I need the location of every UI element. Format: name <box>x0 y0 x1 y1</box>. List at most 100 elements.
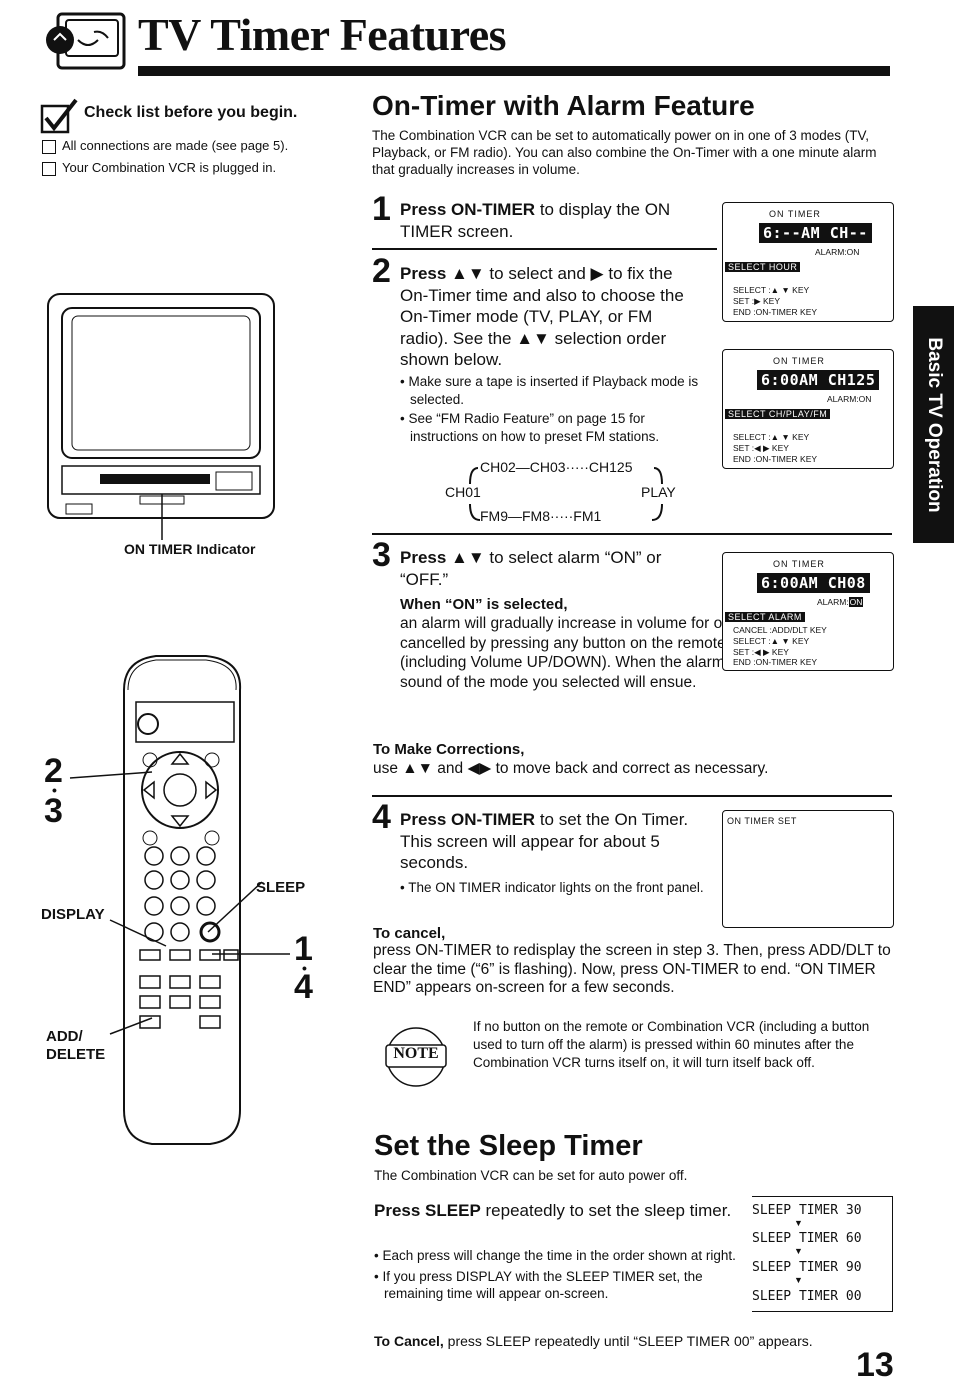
sleep-option: SLEEP TIMER 30 <box>752 1203 862 1218</box>
sleep-step-bold: Press SLEEP <box>374 1201 481 1220</box>
bullet: Each press will change the time in the o… <box>374 1247 744 1265</box>
screen-time: 6:00AM CH08 <box>757 573 870 593</box>
corrections-text: use ▲▼ and ◀▶ to move back and correct a… <box>373 760 769 777</box>
step-2-rest: to select and ▶ to fix the On-Timer time… <box>400 264 684 369</box>
step-number: 3 <box>372 536 391 574</box>
checkbox[interactable] <box>42 140 56 154</box>
screen-line: END :ON-TIMER KEY <box>733 657 818 667</box>
cancel-text: press ON-TIMER to redisplay the screen i… <box>373 942 891 996</box>
side-tab-text: Basic TV Operation <box>923 336 945 513</box>
screen-time: 6:00AM CH125 <box>757 370 880 390</box>
order-right: PLAY <box>641 484 676 500</box>
remote-step-1: 1 <box>294 930 313 968</box>
sleep-sequence-box <box>752 1196 893 1312</box>
step-1-text: Press ON-TIMER to display the ON TIMER s… <box>400 199 715 242</box>
sleep-cancel: To Cancel, press SLEEP repeatedly until … <box>374 1333 813 1349</box>
screen-line: SELECT :▲ ▼ KEY <box>733 636 810 646</box>
screen-line: SET :◀ ▶ KEY <box>733 647 789 657</box>
sleep-heading: Set the Sleep Timer <box>374 1130 643 1162</box>
divider <box>372 248 717 250</box>
on-timer-screen-1: ON TIMER 6:--AM CH-- ALARM:ON SELECT HOU… <box>722 202 894 322</box>
add-delete-label: ADD/ <box>46 1028 83 1045</box>
on-timer-heading: On-Timer with Alarm Feature <box>372 90 755 121</box>
screen-time: 6:--AM CH-- <box>759 223 872 243</box>
alarm-label: ALARM: <box>817 597 849 607</box>
screen-line: SELECT :▲ ▼ KEY <box>733 285 810 295</box>
step-2-text: Press ▲▼ to select and ▶ to fix the On-T… <box>400 263 700 371</box>
selection-loop-diagram <box>469 467 663 521</box>
when-on-heading: When “ON” is selected, <box>400 596 568 613</box>
down-arrow-icon: ▼ <box>794 1275 803 1285</box>
sleep-intro: The Combination VCR can be set for auto … <box>374 1168 688 1183</box>
screen-line: END :ON-TIMER KEY <box>733 307 818 317</box>
step-4-text: Press ON-TIMER to set the On Timer. This… <box>400 809 710 874</box>
remote-illustration <box>69 655 290 1145</box>
screen-sub: ALARM:ON <box>815 247 860 257</box>
step-1-bold: Press ON-TIMER <box>400 200 536 219</box>
sleep-step-text: Press SLEEP repeatedly to set the sleep … <box>374 1200 744 1222</box>
display-label: DISPLAY <box>41 906 105 923</box>
on-timer-intro: The Combination VCR can be set to automa… <box>372 128 877 177</box>
order-top: CH02—CH03·····CH125 <box>480 459 633 475</box>
step-1-rest: to display the ON TIMER screen. <box>400 200 671 241</box>
sleep-cancel-text: press SLEEP repeatedly until “SLEEP TIME… <box>443 1333 813 1349</box>
screen-bar: SELECT ALARM <box>725 612 805 622</box>
on-timer-indicator-label: ON TIMER Indicator <box>124 541 256 557</box>
screen-bar: SELECT HOUR <box>725 262 801 272</box>
checklist-item: All connections are made (see page 5). <box>62 138 289 153</box>
screen-header: ON TIMER <box>773 356 825 366</box>
step-3-text: Press ▲▼ to select alarm “ON” or “OFF.” <box>400 547 710 590</box>
step-number: 4 <box>372 798 391 836</box>
screen-bar: SELECT CH/PLAY/FM <box>725 409 831 419</box>
screen-sub: ALARM:ON <box>827 394 872 404</box>
corrections-heading: To Make Corrections, <box>373 741 525 758</box>
sleep-option: SLEEP TIMER 00 <box>752 1289 862 1304</box>
divider <box>372 533 892 535</box>
step-3-rest: to select alarm “ON” or “OFF.” <box>400 548 662 589</box>
bullet: The ON TIMER indicator lights on the fro… <box>400 879 710 897</box>
step-2-bold: Press ▲▼ <box>400 264 485 283</box>
screen-line: SET :◀ ▶ KEY <box>733 443 789 453</box>
screen-line: CANCEL :ADD/DLT KEY <box>733 625 827 635</box>
cancel-heading: To cancel, <box>373 925 446 942</box>
down-arrow-icon: ▼ <box>794 1246 803 1256</box>
order-bottom: FM9—FM8·····FM1 <box>480 508 602 524</box>
note-badge-text: NOTE <box>393 1045 439 1062</box>
title-rule <box>138 66 890 76</box>
bullet: Make sure a tape is inserted if Playback… <box>400 373 705 408</box>
page-title: TV Timer Features <box>138 9 507 60</box>
sleep-step-rest: repeatedly to set the sleep timer. <box>480 1201 732 1220</box>
screen-header: ON TIMER <box>769 209 821 219</box>
remote-step-dot: • <box>52 782 57 798</box>
alarm-on-highlight: ON <box>848 597 864 607</box>
screen-line: SET :▶ KEY <box>733 296 781 306</box>
checkbox[interactable] <box>42 162 56 176</box>
step-4-bold: Press ON-TIMER <box>400 810 536 829</box>
page-number: 13 <box>856 1346 894 1384</box>
step-3-bold: Press ▲▼ <box>400 548 485 567</box>
checklist-heading: Check list before you begin. <box>84 104 298 121</box>
remote-step-4: 4 <box>294 968 313 1006</box>
screen-header: ON TIMER SET <box>727 816 797 826</box>
note-badge <box>385 1027 447 1087</box>
on-timer-screen-3: ON TIMER 6:00AM CH08 ALARM:ON SELECT ALA… <box>722 552 894 671</box>
sleep-bullets: Each press will change the time in the o… <box>374 1247 744 1303</box>
note-text: If no button on the remote or Combinatio… <box>473 1019 870 1070</box>
checkmark-icon <box>40 98 78 134</box>
step-4-bullets: The ON TIMER indicator lights on the fro… <box>400 879 710 897</box>
on-timer-set-screen: ON TIMER SET <box>722 810 894 928</box>
step-4-rest: to set the On Timer. This screen will ap… <box>400 810 689 872</box>
remote-step-dot: • <box>302 960 307 976</box>
on-timer-screen-2: ON TIMER 6:00AM CH125 ALARM:ON SELECT CH… <box>722 349 894 469</box>
bullet: See “FM Radio Feature” on page 15 for in… <box>400 410 705 445</box>
tv-timer-icon <box>46 12 126 70</box>
screen-line: SELECT :▲ ▼ KEY <box>733 432 810 442</box>
down-arrow-icon: ▼ <box>794 1218 803 1228</box>
bullet: If you press DISPLAY with the SLEEP TIME… <box>374 1268 744 1303</box>
step-number: 2 <box>372 252 391 290</box>
divider <box>372 795 892 797</box>
screen-line: END :ON-TIMER KEY <box>733 454 818 464</box>
step-2-bullets: Make sure a tape is inserted if Playback… <box>400 373 705 445</box>
sleep-option: SLEEP TIMER 90 <box>752 1260 862 1275</box>
order-left: CH01 <box>445 484 481 500</box>
